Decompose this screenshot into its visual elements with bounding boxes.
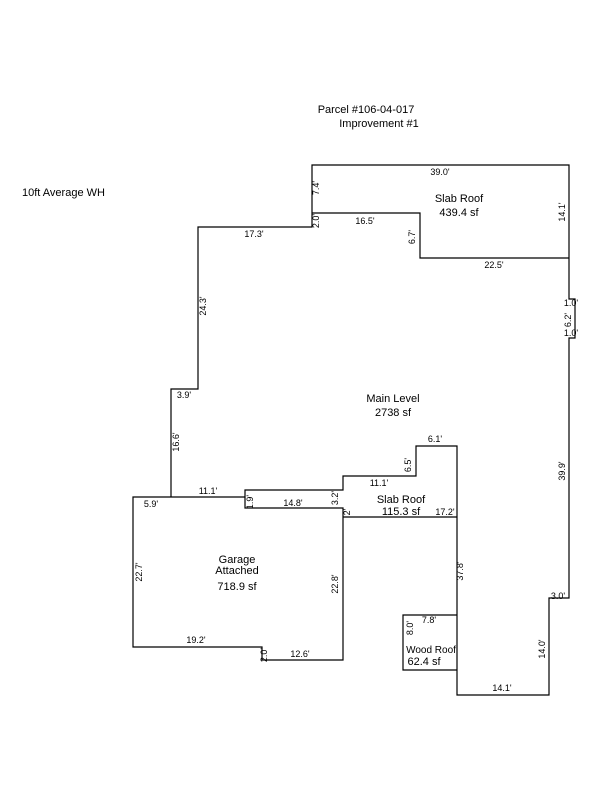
dim-label: 11.1' bbox=[199, 486, 218, 496]
dim-label: 1.9' bbox=[245, 495, 255, 510]
garage-name: Garage bbox=[219, 554, 256, 566]
dim-label: 24.3' bbox=[198, 296, 208, 316]
dim-label: 22.8' bbox=[330, 574, 340, 594]
dim-label: 22.7' bbox=[134, 562, 144, 582]
slab-roof-top-outline bbox=[312, 212, 569, 259]
garage-size: 718.9 sf bbox=[217, 581, 257, 593]
wood-roof-name: Wood Roof bbox=[406, 645, 456, 656]
dim-label: 6.5' bbox=[403, 458, 413, 473]
dim-label: 1.0' bbox=[564, 328, 579, 338]
dim-label: 2.0' bbox=[311, 214, 321, 229]
dim-label: 1.0' bbox=[564, 298, 579, 308]
dim-label: 3.0' bbox=[551, 591, 566, 601]
dim-label: 8.0' bbox=[405, 621, 415, 636]
dim-label: 39.0' bbox=[430, 167, 450, 177]
dim-label: 19.2' bbox=[186, 635, 206, 645]
slab-roof-top-size: 439.4 sf bbox=[439, 207, 479, 219]
improvement-number: Improvement #1 bbox=[339, 118, 418, 130]
dim-label: 7.4' bbox=[311, 181, 321, 196]
dim-label: 39.9' bbox=[557, 461, 567, 481]
dim-label: 2.0' bbox=[259, 648, 269, 663]
dim-label: 7.8' bbox=[422, 615, 437, 625]
wood-roof-size: 62.4 sf bbox=[407, 656, 441, 668]
dim-label: 14.1' bbox=[492, 683, 512, 693]
dim-label: 6.7' bbox=[407, 230, 417, 245]
main-level-outline bbox=[132, 164, 576, 696]
dim-label: 14.8' bbox=[283, 498, 303, 508]
wall-height-note: 10ft Average WH bbox=[22, 187, 105, 199]
dim-label: 11.1' bbox=[370, 478, 389, 488]
dim-label: 16.6' bbox=[171, 432, 181, 452]
dim-label: 3.2' bbox=[330, 491, 340, 506]
dim-label: 5.9' bbox=[144, 499, 159, 509]
slab-roof-mid-name: Slab Roof bbox=[377, 494, 426, 506]
dim-label: 17.2' bbox=[435, 507, 455, 517]
dim-label: 37.8' bbox=[455, 561, 465, 581]
dim-label: 6.1' bbox=[428, 434, 443, 444]
dim-label: 3.9' bbox=[177, 390, 192, 400]
slab-roof-mid-size: 115.3 sf bbox=[382, 506, 421, 518]
dim-label: 12.6' bbox=[290, 649, 310, 659]
wood-roof-outline bbox=[402, 614, 457, 671]
dim-label: 22.5' bbox=[484, 260, 504, 270]
garage-type: Attached bbox=[215, 565, 258, 577]
dim-label: 6.2' bbox=[563, 313, 573, 328]
dim-label: 14.0' bbox=[537, 639, 547, 659]
dim-label: 17.3' bbox=[244, 229, 264, 239]
parcel-number: Parcel #106-04-017 bbox=[318, 104, 415, 116]
slab-roof-top-name: Slab Roof bbox=[435, 193, 484, 205]
dim-label: 16.5' bbox=[355, 216, 375, 226]
main-level-size: 2738 sf bbox=[375, 407, 412, 419]
dim-label: 14.1' bbox=[557, 202, 567, 222]
dim-label: 2' bbox=[342, 508, 352, 515]
main-level-name: Main Level bbox=[366, 393, 419, 405]
